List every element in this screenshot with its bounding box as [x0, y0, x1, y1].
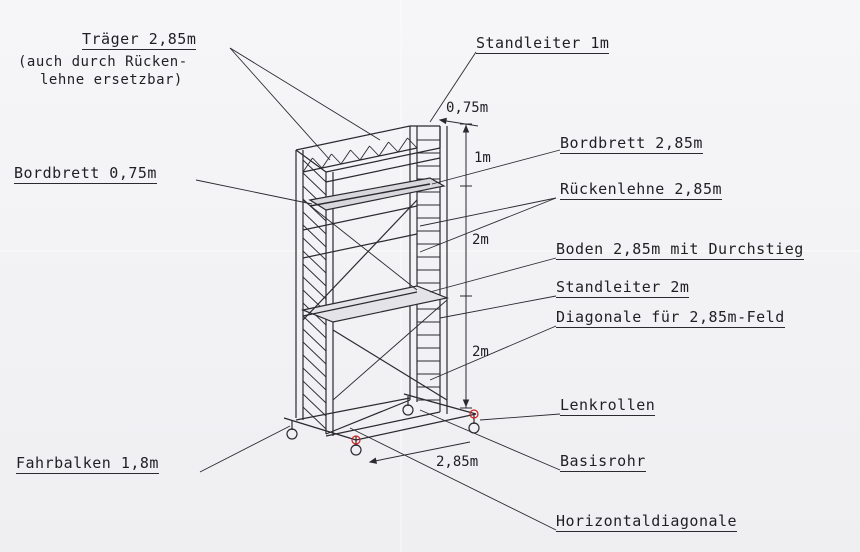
dim-depth: 0,75m — [446, 100, 489, 116]
left-frame-rung — [302, 224, 327, 248]
dimension-line — [369, 441, 471, 463]
leader-line — [419, 409, 561, 471]
diagonal-brace — [302, 199, 418, 321]
leader-line — [429, 51, 477, 123]
dim-height-top: 1m — [474, 150, 491, 166]
dim-length: 2,85m — [436, 454, 479, 470]
label-lenkrollen: Lenkrollen — [560, 396, 656, 416]
label-rueckenlehne: Rückenlehne 2,85m — [560, 180, 723, 200]
left-frame-rung — [302, 328, 327, 352]
base-tube — [325, 411, 441, 437]
truss-member — [331, 153, 342, 165]
paper-fold — [0, 250, 860, 252]
leader-line — [199, 425, 291, 473]
label-traeger-note-1: (auch durch Rücken- — [18, 54, 188, 70]
caster-highlight-icon — [469, 409, 479, 419]
backrest-rail — [302, 233, 418, 259]
truss-member — [378, 141, 389, 157]
truss-chord — [302, 147, 418, 173]
left-frame-rung — [302, 237, 327, 261]
top-rail — [325, 147, 441, 173]
label-traeger: Träger 2,85m — [82, 30, 197, 50]
left-frame-rung — [302, 393, 327, 417]
horizontal-diagonal — [325, 399, 411, 435]
leader-line — [479, 413, 561, 421]
base-tube — [295, 397, 411, 421]
scaffold-tower — [283, 125, 480, 456]
leader-line — [431, 149, 561, 185]
top-rail — [295, 125, 411, 151]
dim-height-mid: 2m — [472, 232, 489, 248]
arrow-mark — [462, 124, 470, 133]
leader-line — [419, 197, 557, 227]
left-frame-rung — [302, 341, 327, 365]
label-basisrohr: Basisrohr — [560, 452, 646, 472]
leader-line — [229, 47, 381, 141]
leader-line — [439, 295, 557, 319]
arrow-mark — [438, 117, 447, 125]
arrow-mark — [462, 399, 470, 408]
diagonal-brace — [302, 199, 418, 291]
label-bordbrett-285: Bordbrett 2,85m — [560, 134, 703, 154]
paper-fold — [400, 0, 402, 552]
caster-highlight-icon — [351, 435, 361, 445]
leader-line — [229, 47, 331, 161]
label-standleiter-2m: Standleiter 2m — [556, 278, 690, 298]
truss-member — [321, 153, 332, 169]
truss-member — [312, 157, 323, 169]
mid-platform — [300, 285, 450, 323]
leader-line — [195, 179, 313, 205]
label-fahrbalken: Fahrbalken 1,8m — [16, 454, 159, 474]
left-frame-rung — [302, 315, 327, 339]
leader-lines — [195, 47, 561, 531]
base-tube — [355, 413, 477, 441]
left-frame-rung — [302, 159, 327, 183]
truss-member — [397, 137, 408, 153]
leader-line — [429, 325, 557, 381]
left-frame-rung — [302, 250, 327, 274]
left-frame-rung — [302, 211, 327, 235]
leader-line — [429, 257, 557, 293]
truss-member — [388, 141, 399, 153]
diagonal-brace — [332, 329, 448, 401]
truss-member — [359, 145, 370, 161]
truss-member — [302, 157, 313, 173]
left-frame-rung — [302, 276, 327, 300]
toe-board — [309, 183, 431, 207]
truss-chord — [325, 157, 441, 183]
arrow-mark — [368, 457, 378, 464]
left-frame-rung — [302, 406, 327, 430]
caster-wheel-icon — [402, 404, 414, 416]
label-diagonale: Diagonale für 2,85m-Feld — [556, 308, 785, 328]
truss-member — [350, 149, 361, 161]
truss-member — [407, 137, 418, 149]
label-traeger-note-2: lehne ersetzbar) — [40, 72, 183, 88]
caster-wheel-icon — [350, 444, 362, 456]
label-standleiter-1m: Standleiter 1m — [476, 34, 610, 54]
left-frame-rung — [302, 172, 327, 196]
dim-height-bottom: 2m — [472, 344, 489, 360]
left-frame-rung — [302, 367, 327, 391]
caster-wheel-icon — [286, 428, 298, 440]
backrest-rail — [302, 205, 418, 231]
label-bordbrett-075: Bordbrett 0,75m — [14, 164, 157, 184]
left-frame-rung — [302, 263, 327, 287]
travel-beam — [283, 417, 357, 441]
platform-edge — [302, 291, 418, 317]
left-frame-rung — [302, 354, 327, 378]
label-horizontaldiagonale: Horizontaldiagonale — [556, 512, 738, 532]
left-frame-rung — [302, 380, 327, 404]
truss-member — [340, 149, 351, 165]
label-boden: Boden 2,85m mit Durchstieg — [556, 240, 804, 260]
travel-beam — [403, 393, 477, 415]
leader-line — [419, 197, 557, 253]
truss-member — [369, 145, 380, 157]
diagonal-brace — [332, 299, 448, 401]
leader-line — [349, 427, 557, 531]
